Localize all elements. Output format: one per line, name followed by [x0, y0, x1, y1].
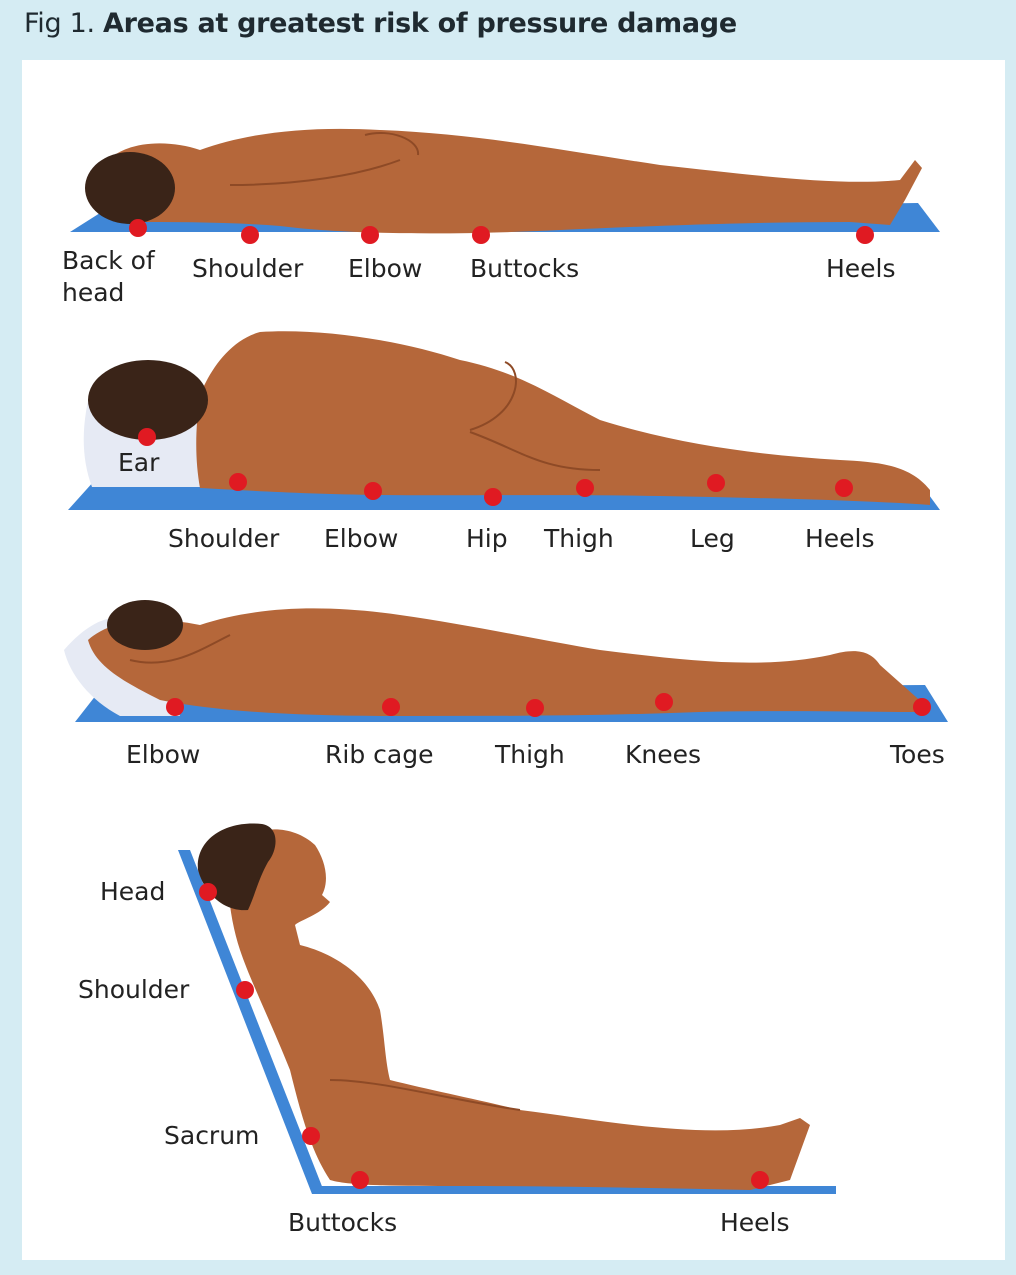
supine-dot-elbow: [361, 226, 379, 244]
side-dot-leg: [707, 474, 725, 492]
supine-dot-head: [129, 219, 147, 237]
seated-dot-buttocks: [351, 1171, 369, 1189]
label-prone-thigh: Thigh: [495, 740, 565, 770]
side-dot-elbow: [364, 482, 382, 500]
label-prone-rib-cage: Rib cage: [325, 740, 433, 770]
seated-figure: [178, 823, 836, 1194]
label-side-shoulder: Shoulder: [168, 524, 279, 554]
label-prone-elbow: Elbow: [126, 740, 200, 770]
side-dot-hip: [484, 488, 502, 506]
label-side-hip: Hip: [466, 524, 508, 554]
prone-body: [88, 608, 925, 716]
side-dot-heels: [835, 479, 853, 497]
label-prone-knees: Knees: [625, 740, 701, 770]
prone-dot-toes: [913, 698, 931, 716]
side-figure: [68, 331, 940, 510]
seated-dot-sacrum: [302, 1127, 320, 1145]
prone-hair: [107, 600, 183, 650]
label-side-thigh: Thigh: [544, 524, 614, 554]
prone-dot-knees: [655, 693, 673, 711]
seated-dot-heels: [751, 1171, 769, 1189]
label-side-ear: Ear: [118, 448, 159, 478]
prone-dot-ribcage: [382, 698, 400, 716]
supine-body: [104, 129, 922, 234]
label-seated-buttocks: Buttocks: [288, 1208, 397, 1238]
seated-dot-head: [199, 883, 217, 901]
side-hair: [88, 360, 208, 440]
label-supine-elbow: Elbow: [348, 254, 422, 284]
label-seated-shoulder: Shoulder: [78, 975, 189, 1005]
supine-hair: [85, 152, 175, 224]
prone-figure: [64, 600, 948, 722]
label-seated-sacrum: Sacrum: [164, 1121, 259, 1151]
side-body: [196, 331, 930, 505]
supine-dot-heels: [856, 226, 874, 244]
label-prone-toes: Toes: [890, 740, 945, 770]
side-dot-thigh: [576, 479, 594, 497]
side-dot-ear: [138, 428, 156, 446]
label-side-leg: Leg: [690, 524, 735, 554]
label-supine-heels: Heels: [826, 254, 896, 284]
label-seated-head: Head: [100, 877, 165, 907]
label-side-heels: Heels: [805, 524, 875, 554]
prone-dot-elbow: [166, 698, 184, 716]
seated-dot-shoulder: [236, 981, 254, 999]
supine-figure: [70, 129, 940, 244]
label-back-of-head-line1: Back of: [62, 246, 155, 276]
side-dot-shoulder: [229, 473, 247, 491]
label-side-elbow: Elbow: [324, 524, 398, 554]
label-supine-buttocks: Buttocks: [470, 254, 579, 284]
prone-dot-thigh: [526, 699, 544, 717]
label-seated-heels: Heels: [720, 1208, 790, 1238]
label-back-of-head-line2: head: [62, 278, 124, 308]
supine-dot-shoulder: [241, 226, 259, 244]
supine-dot-buttocks: [472, 226, 490, 244]
label-supine-shoulder: Shoulder: [192, 254, 303, 284]
